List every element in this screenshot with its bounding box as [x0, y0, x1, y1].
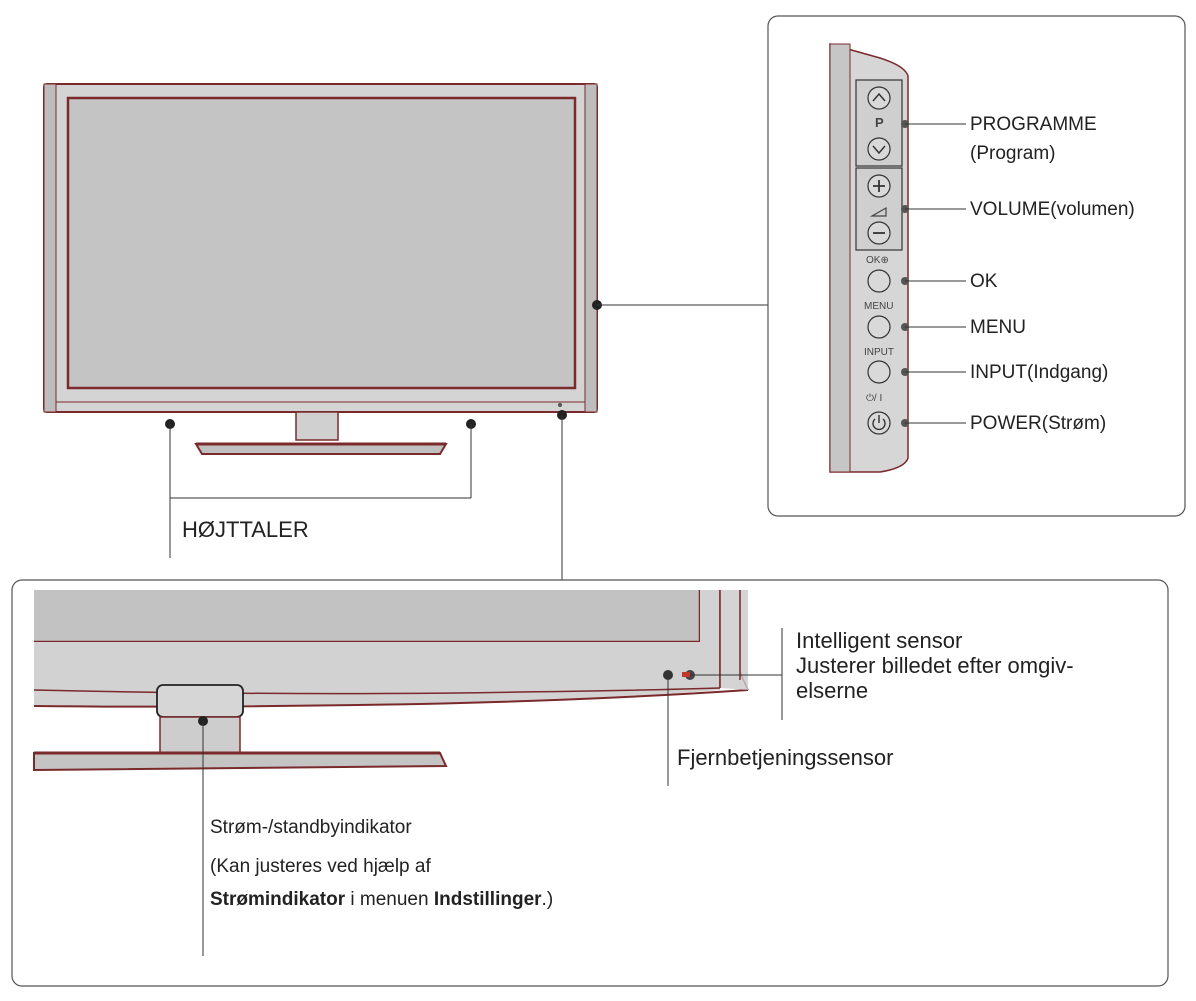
input-button[interactable]: [867, 360, 891, 384]
remote-sensor-label: Fjernbetjeningssensor: [677, 745, 893, 770]
note-end: .): [542, 889, 554, 910]
standby-indicator-label: Strøm-/standbyindikator: [210, 817, 412, 838]
ok-label: OK: [970, 271, 998, 292]
note-middle: i menuen: [345, 889, 434, 910]
intelligent-sensor-desc-2: elserne: [796, 678, 868, 703]
zoom-screen: [34, 590, 702, 642]
tv-stand-neck: [295, 411, 339, 441]
tv-front-view: [43, 83, 598, 455]
program-up-button[interactable]: [867, 86, 891, 110]
zoom-indicator-housing: [156, 684, 244, 718]
programme-sublabel: (Program): [970, 143, 1056, 164]
speaker-callout: HØJTTALER: [165, 419, 476, 558]
note-bold-settings: Indstillinger: [434, 889, 542, 910]
intelligent-sensor-title: Intelligent sensor: [796, 628, 962, 653]
power-icon: [872, 415, 886, 431]
input-label: INPUT(Indgang): [970, 362, 1108, 383]
power-label: POWER(Strøm): [970, 413, 1106, 434]
tv-bezel-left-edge: [43, 83, 57, 413]
side-profile-strip: [829, 43, 851, 473]
plus-icon: [873, 180, 885, 192]
side-connector: [592, 300, 768, 310]
zoom-stand-base: [33, 752, 448, 772]
programme-label: PROGRAMME: [970, 114, 1097, 135]
volume-label: VOLUME(volumen): [970, 199, 1135, 220]
zoom-bottom-edge: [33, 689, 749, 708]
program-p-label: P: [875, 115, 884, 130]
note-bold-indicator: Strømindikator: [210, 889, 346, 910]
speaker-label: HØJTTALER: [182, 517, 309, 542]
tv-bezel-right-edge: [584, 83, 598, 413]
bottom-detail-box: Intelligent sensor Justerer billedet eft…: [11, 579, 1169, 987]
tv-power-led: [558, 403, 562, 407]
zoom-side-fill: [720, 590, 748, 690]
side-panel-box: P OK⊕ MENU INPUT ⏻/ I PROGRAMME (Program…: [767, 15, 1186, 517]
intelligent-sensor-marker: [682, 672, 690, 677]
menu-small-label: MENU: [864, 301, 893, 312]
menu-label: MENU: [970, 317, 1026, 338]
input-small-label: INPUT: [864, 347, 894, 358]
standby-note-line2: Strømindikator i menuen Indstillinger.): [210, 889, 553, 910]
indicator-connector: [557, 410, 567, 580]
tv-screen: [66, 96, 577, 390]
volume-ramp-icon: [869, 206, 887, 217]
intelligent-sensor-desc-1: Justerer billedet efter omgiv-: [796, 653, 1074, 678]
zoom-bezel: [34, 590, 720, 707]
standby-note-line1: (Kan justeres ved hjælp af: [210, 856, 431, 877]
program-down-button[interactable]: [867, 137, 891, 161]
ok-small-label: OK⊕: [866, 255, 889, 266]
chevron-up-icon: [872, 92, 886, 102]
menu-button[interactable]: [867, 315, 891, 339]
ok-button[interactable]: [867, 269, 891, 293]
power-small-label: ⏻/ I: [866, 393, 882, 404]
chevron-down-icon: [872, 145, 886, 155]
